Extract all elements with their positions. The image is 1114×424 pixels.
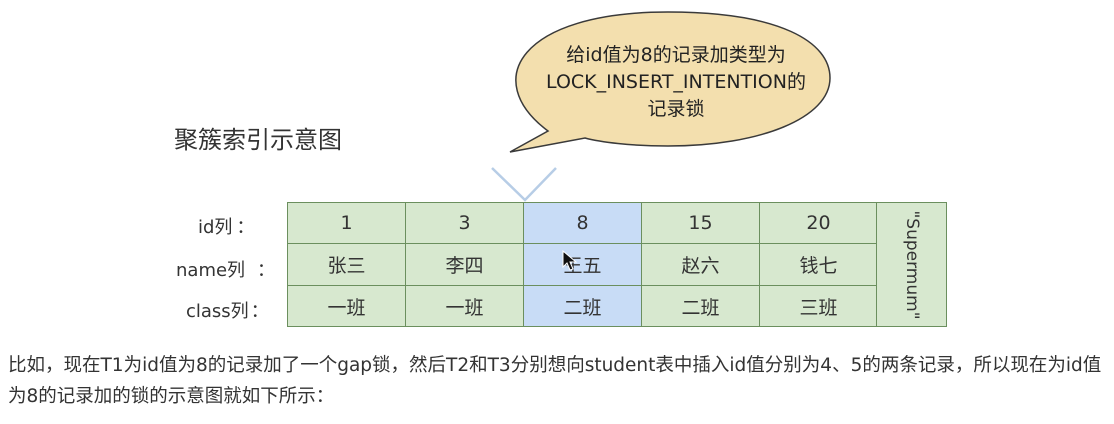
cell-class: 二班: [641, 285, 760, 327]
bubble-line: LOCK_INSERT_INTENTION的: [546, 71, 806, 93]
mouse-cursor-icon: [562, 250, 578, 271]
bubble-line: 给id值为8的记录加类型为: [566, 44, 786, 66]
cell-id: 15: [641, 202, 760, 244]
supremum-label: "Supermum": [901, 209, 922, 320]
speech-bubble-shape: [509, 11, 831, 153]
row-label-text: class列: [186, 301, 249, 322]
row-label-text: id列: [198, 217, 233, 238]
cell-id: 1: [287, 202, 406, 244]
description-paragraph: 比如，现在T1为id值为8的记录加了一个gap锁，然后T2和T3分别想向stud…: [8, 355, 1102, 407]
bubble-text: 给id值为8的记录加类型为 LOCK_INSERT_INTENTION的 记录锁: [528, 42, 824, 123]
row-label-class: class列：: [150, 297, 272, 323]
row-label-name: name列 ：: [150, 256, 276, 282]
row-label-text: name列: [176, 260, 246, 281]
bubble-line: 记录锁: [647, 98, 705, 120]
cell-name: 钱七: [759, 243, 878, 286]
cell-class: 三班: [759, 285, 878, 327]
row-label-colon: ：: [257, 260, 276, 281]
row-label-colon: ：: [250, 301, 269, 322]
cell-name: 王五: [523, 243, 642, 286]
row-label-id: id列：: [150, 213, 272, 239]
cell-id: 20: [759, 202, 878, 244]
cell-id: 8: [523, 202, 642, 244]
cell-name: 张三: [287, 243, 406, 286]
cell-id: 3: [405, 202, 524, 244]
diagram-title: 聚簇索引示意图: [174, 126, 342, 154]
cell-name: 赵六: [641, 243, 760, 286]
cell-name: 李四: [405, 243, 524, 286]
supremum-record: "Supermum": [876, 202, 947, 327]
cell-class: 二班: [523, 285, 642, 327]
pointer-chevron-icon: [491, 167, 557, 202]
row-label-colon: ：: [236, 217, 255, 238]
cell-class: 一班: [405, 285, 524, 327]
cell-class: 一班: [287, 285, 406, 327]
